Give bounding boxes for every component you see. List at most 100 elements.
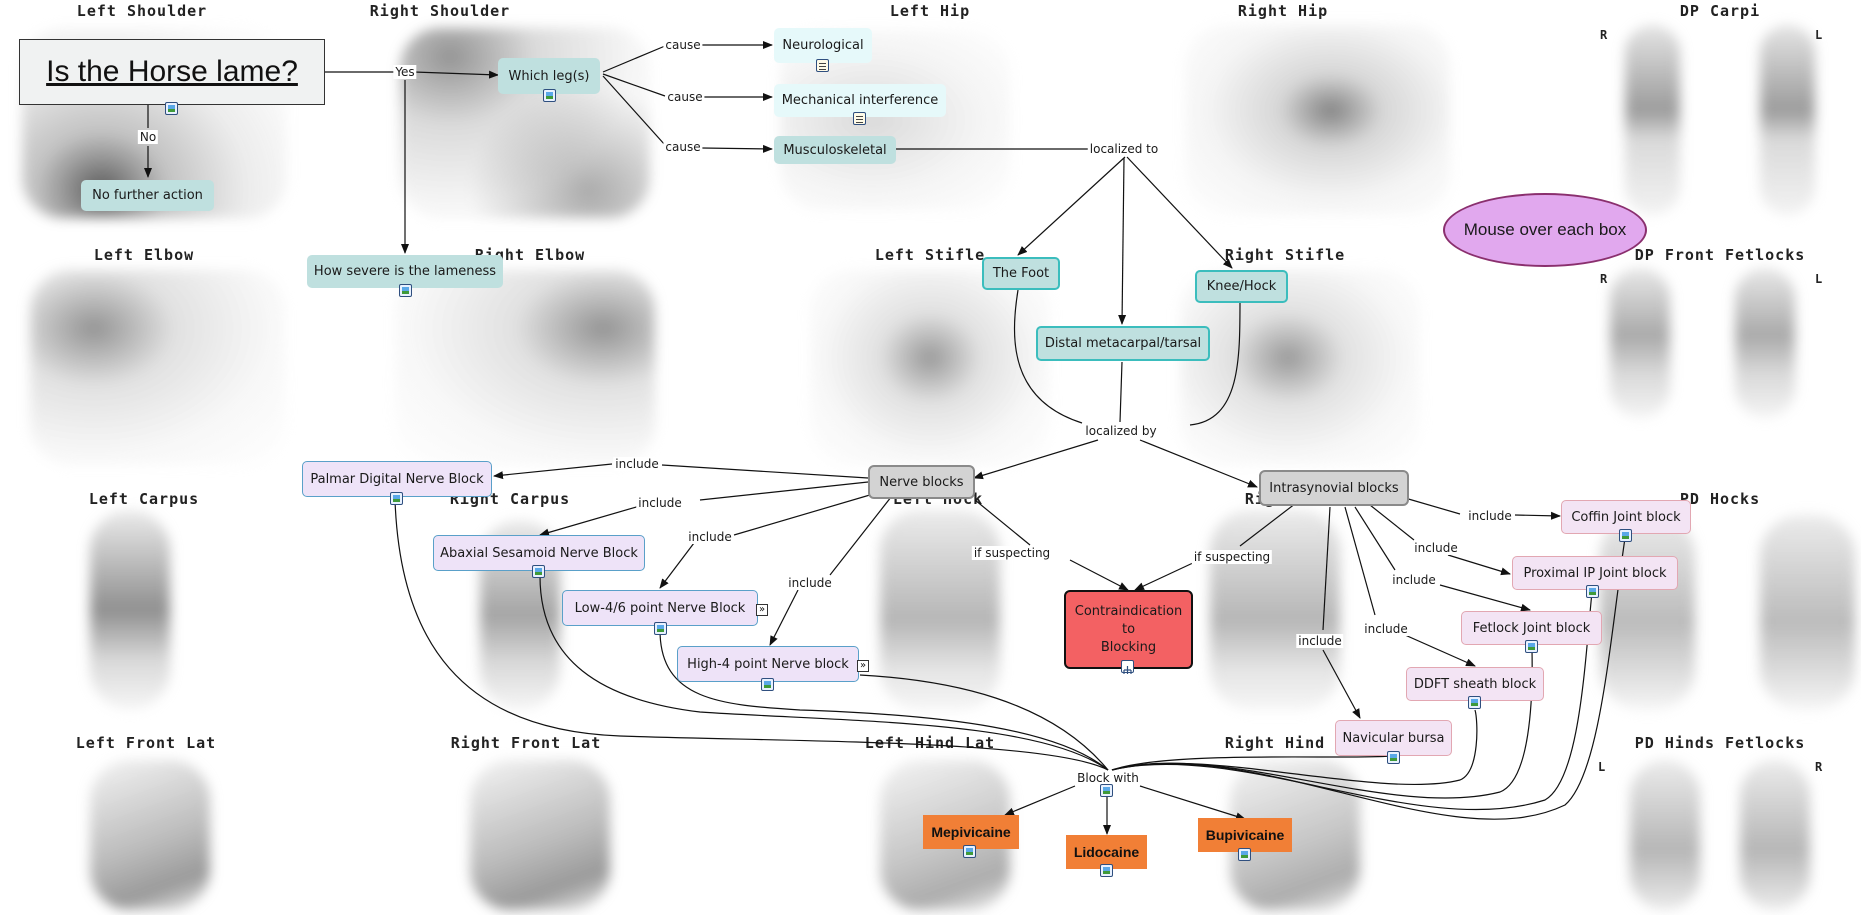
link-label-include-2: include [636, 496, 684, 510]
bg-title-left-hind-lat: Left Hind Lat [864, 734, 996, 752]
scan-left-stifle [810, 270, 1050, 465]
bg-title-dp-carpi: DP Carpi [1679, 2, 1761, 20]
image-icon[interactable] [165, 102, 178, 115]
knee-hock-label: Knee/Hock [1206, 279, 1277, 294]
link-include8-ddft [1404, 634, 1476, 667]
scan-pd-hocks-right [1600, 515, 1695, 710]
image-icon[interactable] [390, 492, 403, 505]
knee-hock-node[interactable]: Knee/Hock [1195, 270, 1288, 303]
distal-metacarpal-node[interactable]: Distal metacarpal/tarsal [1036, 326, 1210, 361]
link-coffin-blockwith [1111, 537, 1626, 820]
image-icon[interactable] [1100, 784, 1113, 797]
concept-map-icon[interactable] [1121, 660, 1134, 674]
abaxial-sesamoid-label: Abaxial Sesamoid Nerve Block [440, 545, 638, 561]
link-yes-which-legs [413, 70, 499, 79]
link-label-block-with: Block with [1075, 771, 1141, 785]
how-severe-node[interactable]: How severe is the lameness [307, 255, 503, 288]
image-icon[interactable] [1100, 864, 1113, 877]
bg-title-left-elbow: Left Elbow [93, 246, 195, 264]
link-intra-include7 [1354, 506, 1396, 571]
fetlock-joint-label: Fetlock Joint block [1472, 620, 1591, 636]
link-localizedby-intra [1139, 439, 1258, 488]
link-label-localized-by: localized by [1083, 424, 1159, 438]
link-include7-fetlock [1439, 584, 1531, 612]
mepivicaine-node[interactable]: Mepivicaine [923, 815, 1019, 849]
question-node[interactable]: Is the Horse lame? [19, 39, 325, 105]
contraindication-node[interactable]: Contraindication to Blocking [1064, 590, 1193, 669]
palmar-digital-node[interactable]: Palmar Digital Nerve Block [302, 461, 492, 497]
image-icon[interactable] [963, 845, 976, 858]
bg-title-left-shoulder: Left Shoulder [76, 2, 208, 20]
coffin-joint-node[interactable]: Coffin Joint block [1561, 500, 1691, 534]
image-icon[interactable] [532, 565, 545, 578]
document-icon[interactable] [816, 59, 829, 72]
link-label-include-8: include [1362, 622, 1410, 636]
nerve-blocks-node[interactable]: Nerve blocks [868, 465, 975, 499]
which-legs-node[interactable]: Which leg(s) [498, 58, 600, 94]
abaxial-sesamoid-node[interactable]: Abaxial Sesamoid Nerve Block [433, 535, 645, 571]
bg-title-dp-front-fetlocks: DP Front Fetlocks [1634, 246, 1806, 264]
link-abaxial-blockwith [539, 575, 1109, 771]
bupivicaine-node[interactable]: Bupivicaine [1198, 818, 1292, 852]
expand-icon[interactable]: » [756, 604, 768, 616]
link-cause3-musc [701, 144, 773, 153]
high-4-label: High-4 point Nerve block [687, 656, 849, 672]
link-localized-distal [1118, 157, 1127, 325]
bg-title-left-stifle: Left Stifle [874, 246, 986, 264]
image-icon[interactable] [761, 678, 774, 691]
link-label-yes: Yes [393, 65, 417, 79]
image-icon[interactable] [1586, 585, 1599, 598]
image-icon[interactable] [543, 89, 556, 102]
link-nerve-suspect [974, 499, 1031, 546]
document-icon[interactable] [853, 112, 866, 125]
bg-title-right-front-lat: Right Front Lat [450, 734, 602, 752]
link-distal-localizedby [1119, 361, 1123, 423]
link-nerve-include1 [661, 464, 869, 479]
ddft-sheath-node[interactable]: DDFT sheath block [1406, 667, 1544, 701]
image-icon[interactable] [1238, 848, 1251, 861]
bg-title-left-front-lat: Left Front Lat [75, 734, 217, 752]
expand-icon[interactable]: » [857, 660, 869, 672]
mouse-over-hint-node: Mouse over each box [1443, 193, 1647, 267]
image-icon[interactable] [399, 284, 412, 297]
image-icon[interactable] [1525, 640, 1538, 653]
link-include2-abaxial [539, 502, 651, 537]
link-foot-localizedby [1013, 289, 1083, 424]
link-label-include-3: include [686, 530, 734, 544]
image-icon[interactable] [654, 622, 667, 635]
high-4-node[interactable]: High-4 point Nerve block [677, 646, 859, 682]
the-foot-node[interactable]: The Foot [982, 257, 1060, 290]
link-localized-foot [1017, 156, 1126, 256]
coffin-joint-label: Coffin Joint block [1571, 509, 1681, 525]
link-label-include-1: include [613, 457, 661, 471]
image-icon[interactable] [1468, 696, 1481, 709]
intrasynovial-blocks-node[interactable]: Intrasynovial blocks [1259, 470, 1409, 506]
scan-right-front-lat [470, 760, 610, 910]
navicular-bursa-node[interactable]: Navicular bursa [1335, 720, 1452, 756]
link-proximal-blockwith [1111, 591, 1593, 811]
link-label-include-9: include [1296, 634, 1344, 648]
lidocaine-node[interactable]: Lidocaine [1066, 835, 1147, 869]
no-further-action-node[interactable]: No further action [81, 180, 214, 211]
nerve-blocks-label: Nerve blocks [879, 474, 964, 490]
bg-title-right-shoulder: Right Shoulder [369, 2, 511, 20]
side-dp-carpi-r: R [1600, 28, 1608, 42]
link-which-cause2 [602, 73, 666, 97]
low-46-node[interactable]: Low-4/6 point Nerve Block [562, 590, 758, 626]
link-include5-coffin [1514, 511, 1561, 520]
link-label-if-suspecting-1: if suspecting [971, 546, 1053, 560]
musculoskeletal-node[interactable]: Musculoskeletal [774, 136, 896, 164]
neurological-node[interactable]: Neurological [774, 28, 872, 63]
link-intra-include6 [1369, 504, 1415, 541]
link-suspect-contra [1069, 559, 1129, 591]
image-icon[interactable] [1619, 529, 1632, 542]
link-label-no: No [137, 130, 159, 144]
link-suspect2-contra [1134, 561, 1196, 591]
mechanical-interference-node[interactable]: Mechanical interference [774, 84, 946, 117]
image-icon[interactable] [1387, 751, 1400, 764]
the-foot-label: The Foot [992, 266, 1050, 281]
link-label-cause-2: cause [665, 90, 705, 104]
bupivicaine-label: Bupivicaine [1205, 827, 1285, 843]
scan-left-front-lat [90, 760, 210, 910]
